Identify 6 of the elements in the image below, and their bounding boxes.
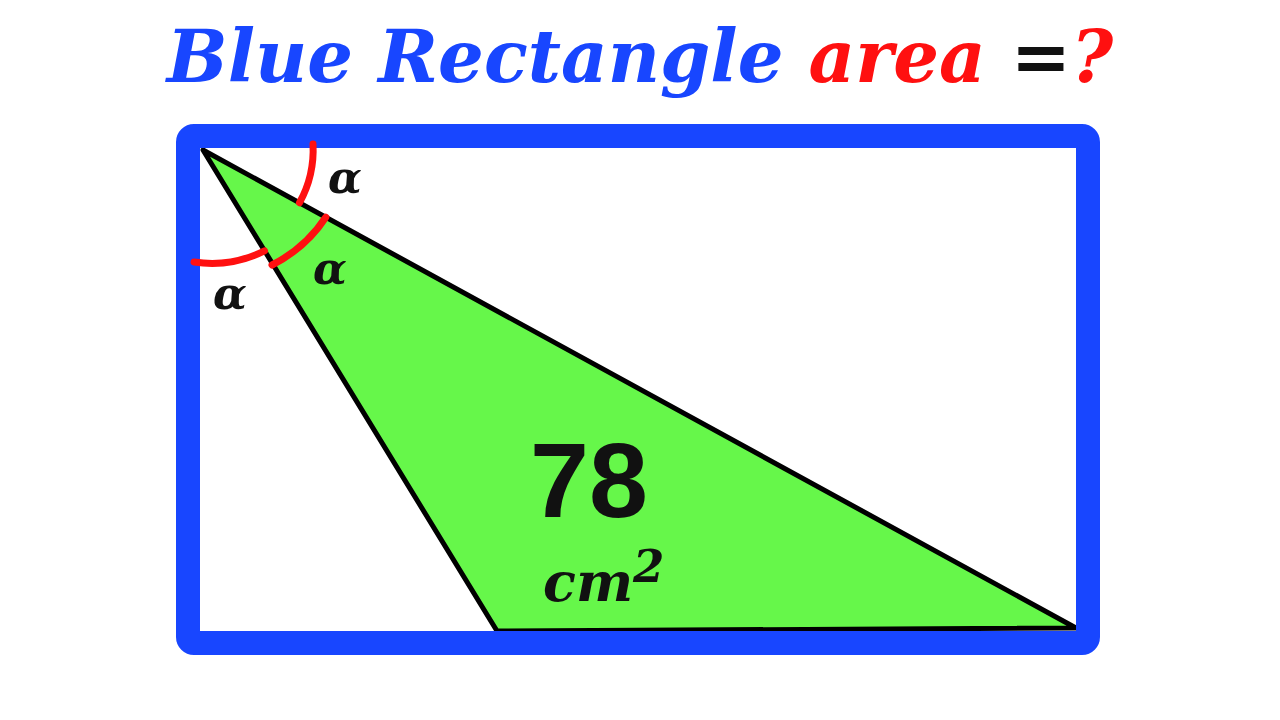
angle-label: α — [213, 268, 247, 319]
title: Blue Rectangle area =? — [164, 14, 1115, 99]
area-value: 78 — [530, 420, 648, 541]
angle-label: α — [328, 152, 362, 203]
angle-label: α — [313, 243, 347, 294]
unit-label: cm$^{2}$ — [543, 540, 665, 614]
